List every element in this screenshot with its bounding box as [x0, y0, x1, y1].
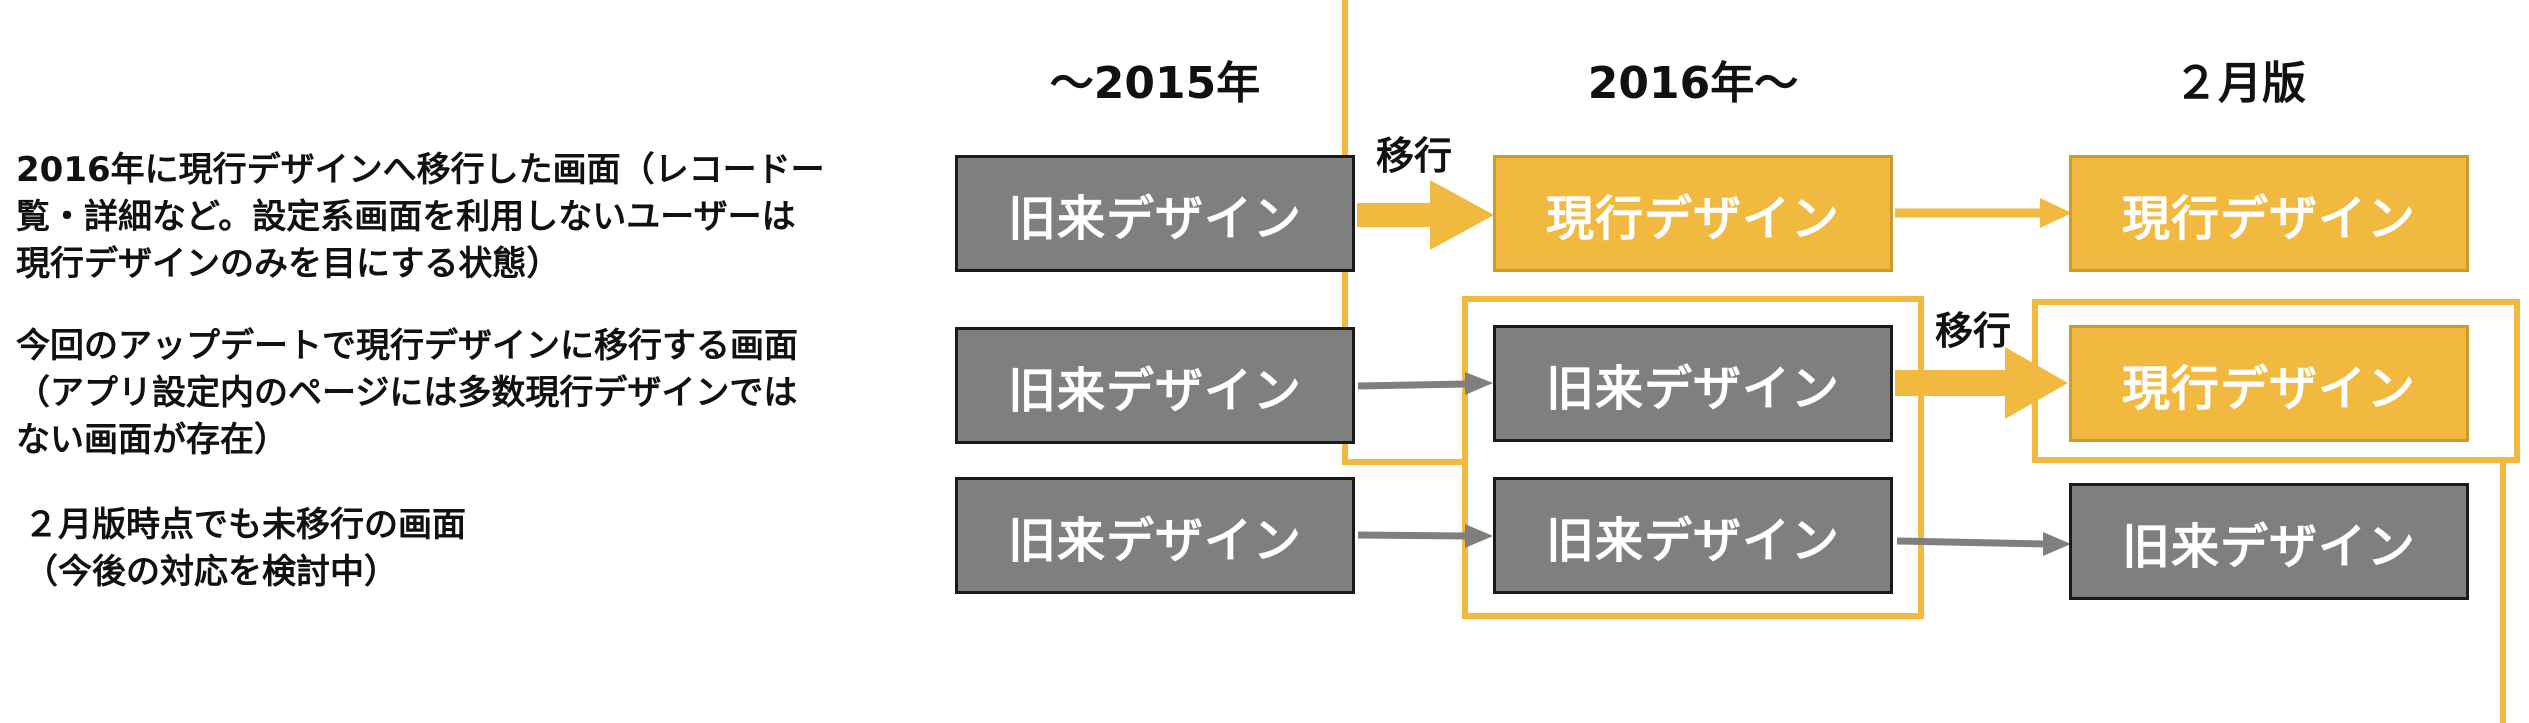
- row-2-description: 今回のアップデートで現行デザインに移行する画面 （アプリ設定内のページには多数現…: [16, 326, 798, 460]
- arrowhead-row-1-to-february: [2040, 198, 2072, 228]
- migration-arrow-row-2: [1895, 347, 2068, 419]
- row-2-box-2016: 旧来デザイン: [1493, 325, 1893, 442]
- row-3-box-2015: 旧来デザイン: [955, 477, 1355, 594]
- row-1-description: 2016年に現行デザインへ移行した画面（レコードー 覧・詳細など。設定系画面を利…: [16, 150, 825, 284]
- migration-label-row-1: 移行: [1376, 134, 1453, 178]
- row-2-box-february: 現行デザイン: [2069, 325, 2469, 442]
- row-1-box-2016: 現行デザイン: [1493, 155, 1893, 272]
- highlight-frame-left: [1342, 0, 1465, 465]
- arrowhead-row-2-gray: [1465, 372, 1493, 395]
- arrowhead-row-3-gray-1: [1465, 524, 1493, 548]
- migration-arrow-row-1: [1357, 180, 1494, 250]
- arrow-row-3-gray-2: [1896, 537, 2046, 548]
- column-header-february: ２月版: [2174, 58, 2306, 109]
- arrow-row-3-gray-1: [1357, 531, 1469, 540]
- row-3-description: ２月版時点でも未移行の画面 （今後の対応を検討中）: [24, 505, 466, 592]
- migration-label-row-2: 移行: [1935, 309, 2012, 353]
- column-header-2015: 〜2015年: [1049, 58, 1261, 109]
- row-1-box-2015: 旧来デザイン: [955, 155, 1355, 272]
- row-2-box-2015: 旧来デザイン: [955, 327, 1355, 444]
- arrowhead-row-3-gray-2: [2043, 532, 2071, 556]
- row-3-box-2016: 旧来デザイン: [1493, 477, 1893, 594]
- arrow-row-2-gray: [1357, 380, 1469, 390]
- row-3-box-february: 旧来デザイン: [2069, 483, 2469, 600]
- highlight-frame-middle: [1462, 296, 1924, 619]
- row-1-box-february: 現行デザイン: [2069, 155, 2469, 272]
- column-header-2016: 2016年〜: [1587, 58, 1799, 109]
